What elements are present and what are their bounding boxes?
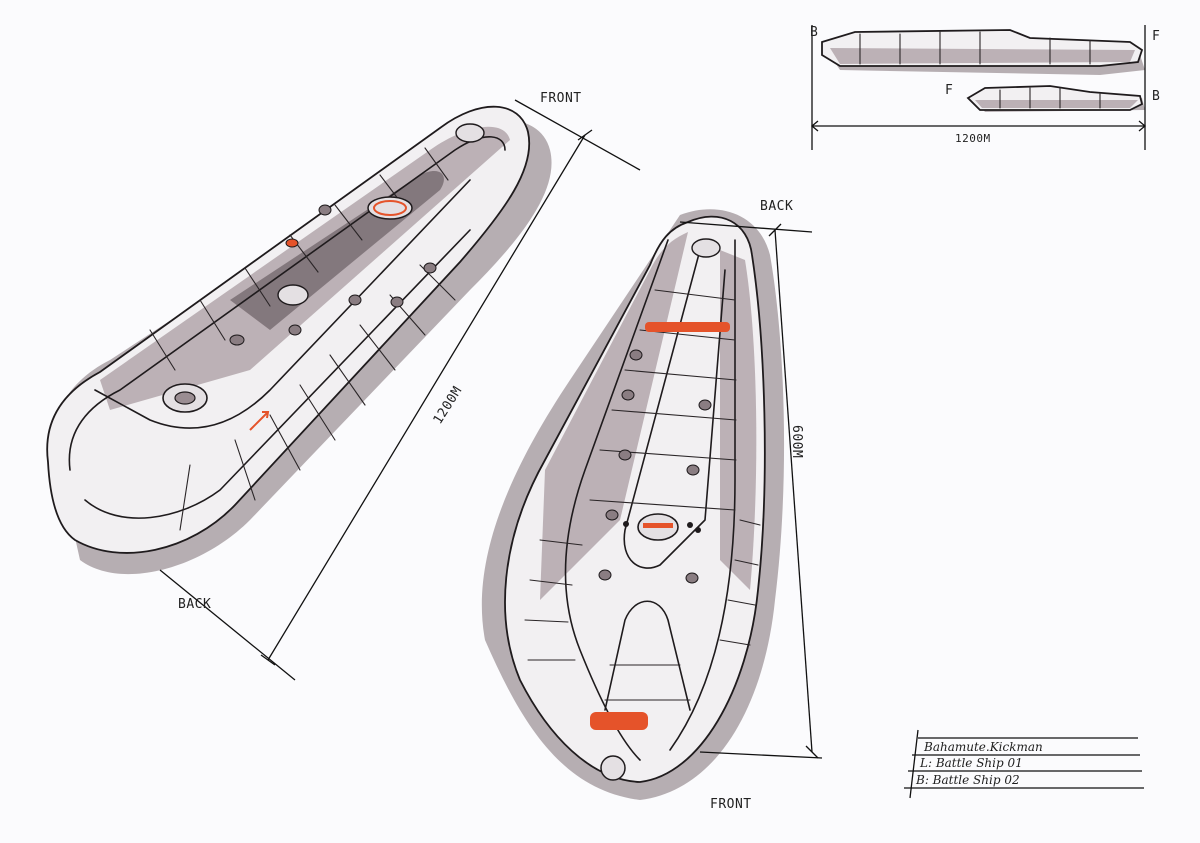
- ship-02-hull: [504, 215, 766, 783]
- side-label-f-left: F: [945, 83, 953, 98]
- title-author: Bahamute.Kickman: [923, 740, 1043, 754]
- side-view-ship-02: [966, 85, 1145, 112]
- battle-ship-01-drawing: [46, 105, 552, 575]
- side-label-b-left: B: [810, 25, 818, 40]
- ship-02-length-label: 600M: [789, 425, 804, 458]
- ship-02-right-rail: [669, 239, 736, 751]
- ship-01-center-spine: [94, 179, 471, 429]
- side-label-b-right: B: [1152, 89, 1160, 104]
- ship-02-nose-light: [590, 712, 648, 730]
- ship-02-back-label: BACK: [760, 199, 793, 214]
- ship-01-length-label: 1200M: [431, 384, 466, 427]
- ship-02-left-rail: [564, 239, 669, 761]
- ship-01-inner-rail: [68, 136, 506, 471]
- ship-02-orange-band: [645, 322, 730, 332]
- side-view-ship-01: [821, 29, 1145, 75]
- side-view-dimension: [810, 25, 1147, 150]
- side-label-f-right: F: [1152, 29, 1160, 44]
- title-line-2: B: Battle Ship 02: [915, 773, 1020, 787]
- ship-01-turrets: [162, 123, 485, 431]
- ship-02-right-shading: [720, 250, 757, 590]
- ship-02-center-rail: [623, 249, 726, 569]
- ship-02-turrets: [590, 238, 730, 781]
- ship-01-back-label: BACK: [178, 597, 211, 612]
- title-line-1: L: Battle Ship 01: [919, 756, 1023, 770]
- ship-02-front-label: FRONT: [710, 797, 752, 812]
- ship-01-dimension: [159, 99, 641, 681]
- title-block: [904, 729, 1144, 799]
- ship-01-front-label: FRONT: [540, 91, 582, 106]
- ship-02-dimension: [679, 221, 823, 759]
- side-length-label: 1200M: [955, 132, 991, 145]
- ship-02-nose-arch: [604, 600, 691, 711]
- battle-ship-02-drawing: [481, 209, 785, 801]
- ship-01-inner-rail-2: [84, 229, 471, 519]
